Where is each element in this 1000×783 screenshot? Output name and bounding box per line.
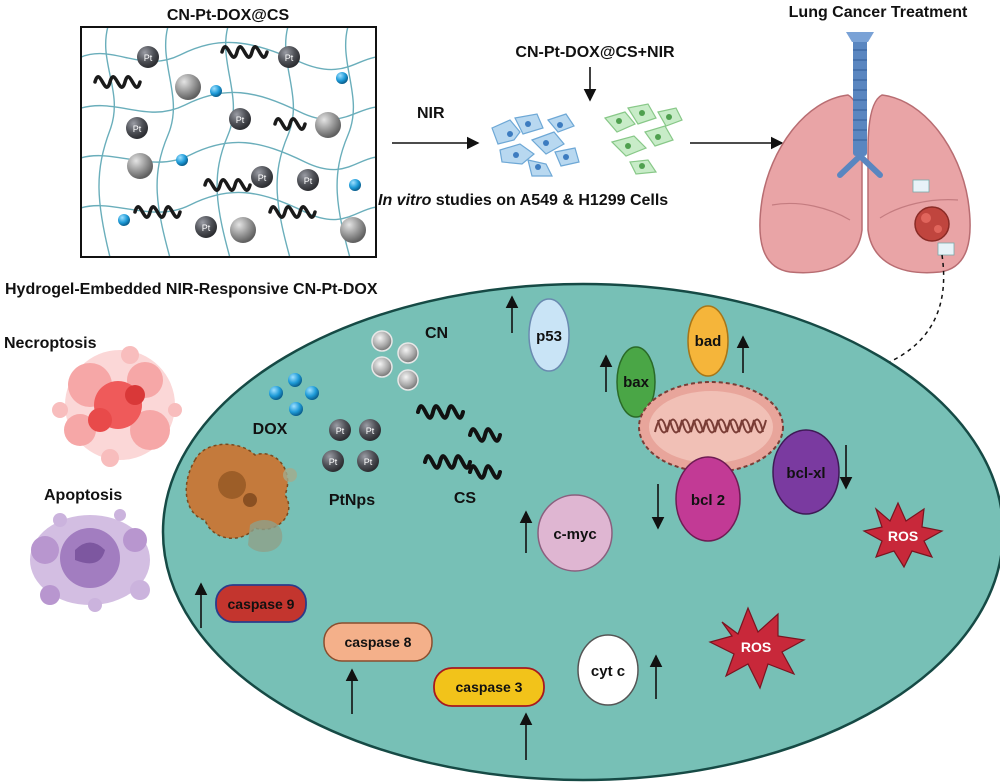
bad-label: bad <box>695 333 722 350</box>
caspase3-pill <box>433 667 545 707</box>
svg-text:Pt: Pt <box>285 53 294 63</box>
p53-label: p53 <box>536 328 562 345</box>
svg-text:Pt: Pt <box>133 124 142 134</box>
dox-particles <box>269 373 319 416</box>
a549-cells-blue <box>491 113 580 177</box>
svg-text:Pt: Pt <box>336 426 345 436</box>
ros-burst-lower <box>708 606 806 690</box>
apoptosis-cell <box>30 509 150 612</box>
svg-text:Pt: Pt <box>236 115 245 125</box>
caspase8-label: caspase 8 <box>345 634 412 650</box>
ros-label-right: ROS <box>888 528 918 544</box>
bad-protein <box>687 305 729 377</box>
caspase3-label: caspase 3 <box>456 679 523 695</box>
hydrogel-grey-spheres <box>127 74 366 243</box>
hydrogel-cs-chains <box>93 45 317 219</box>
c-myc-label: c-myc <box>553 526 596 543</box>
nir-label: NIR <box>417 105 445 122</box>
cs-chains <box>416 404 502 480</box>
svg-text:Pt: Pt <box>364 457 373 467</box>
hydrogel-dox-dots <box>118 72 361 226</box>
lung-illustration <box>759 32 971 274</box>
c-myc-protein <box>537 494 613 572</box>
in-vitro-caption: In vitro studies on A549 & H1299 Cells <box>378 192 668 209</box>
pt-nanoparticles: Pt Pt Pt Pt <box>322 419 381 472</box>
svg-text:Pt: Pt <box>202 223 211 233</box>
bcl-xl-protein <box>772 429 840 515</box>
tumor <box>914 206 950 242</box>
hydrogel-caption: Hydrogel-Embedded NIR-Responsive CN-Pt-D… <box>5 281 378 298</box>
apoptosis-label: Apoptosis <box>44 487 122 504</box>
svg-text:Pt: Pt <box>304 176 313 186</box>
bcl2-protein <box>675 456 741 542</box>
hydrogel-box-title: CN-Pt-DOX@CS <box>167 7 290 24</box>
bcl-xl-label: bcl-xl <box>786 465 825 482</box>
necroptosis-label: Necroptosis <box>4 335 97 352</box>
caspase8-pill <box>323 622 433 662</box>
dox-label: DOX <box>253 421 288 438</box>
p53-protein <box>528 298 570 372</box>
svg-text:Pt: Pt <box>258 173 267 183</box>
trachea <box>853 38 867 156</box>
lung-title: Lung Cancer Treatment <box>789 4 968 21</box>
bcl2-label: bcl 2 <box>691 492 725 509</box>
h1299-cells-green <box>603 103 683 175</box>
cn-particles <box>371 330 419 391</box>
cn-label: CN <box>425 325 448 342</box>
caspase9-label: caspase 9 <box>228 596 295 612</box>
cyt-c-label: cyt c <box>591 663 625 680</box>
hydrogel-pt-particles: Pt Pt Pt Pt Pt Pt Pt <box>126 46 319 238</box>
bax-label: bax <box>623 374 650 391</box>
ros-burst-right <box>862 501 944 569</box>
svg-text:Pt: Pt <box>366 426 375 436</box>
necroptosis-cell <box>52 346 182 467</box>
svg-text:Pt: Pt <box>144 53 153 63</box>
ros-label-lower: ROS <box>741 639 771 655</box>
bax-protein <box>616 346 656 418</box>
ptnps-label: PtNps <box>329 492 375 509</box>
cs-label: CS <box>454 490 477 507</box>
svg-text:Pt: Pt <box>329 457 338 467</box>
damaged-cell-blob <box>185 443 297 552</box>
hydrogel-box-frame <box>80 26 377 258</box>
caspase9-pill <box>215 584 307 623</box>
cyt-c-protein <box>577 634 639 706</box>
combo-label: CN-Pt-DOX@CS+NIR <box>515 44 675 61</box>
